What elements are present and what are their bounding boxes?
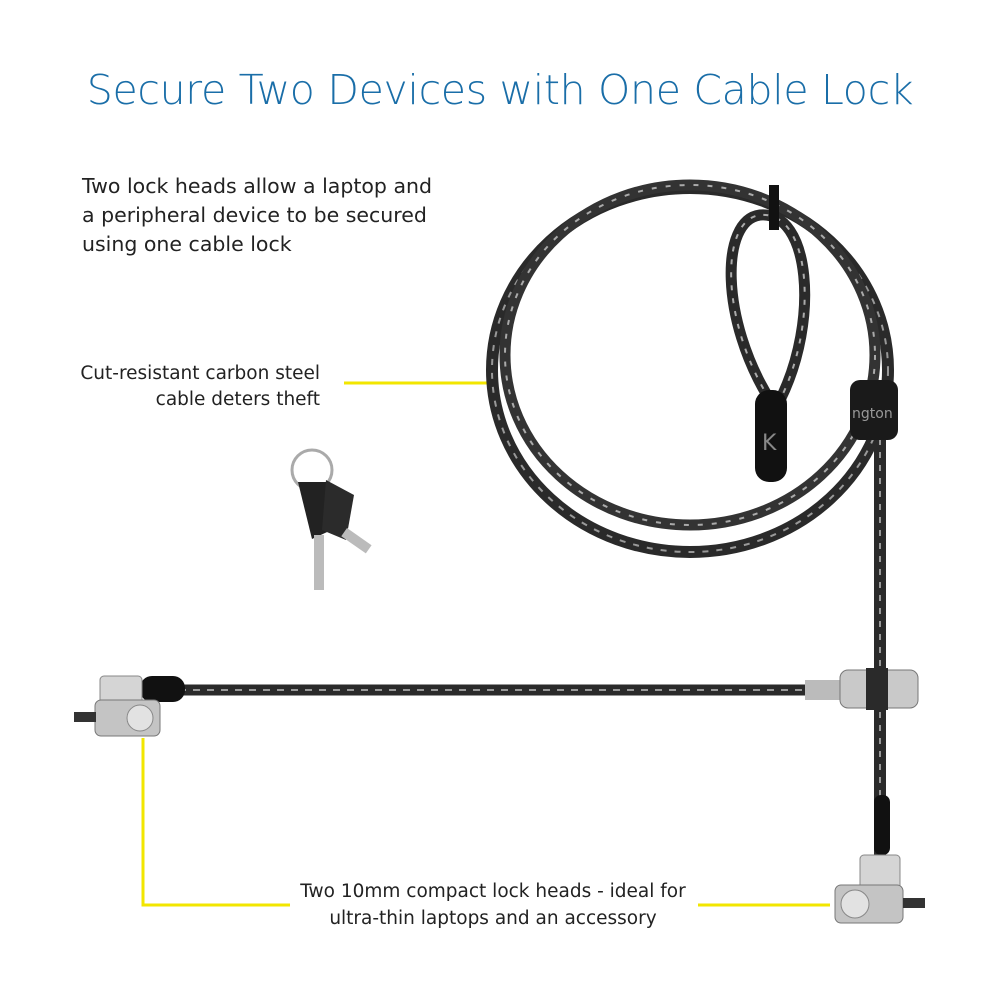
intro-line: a peripheral device to be secured <box>82 203 427 227</box>
page-title: Secure Two Devices with One Cable Lock <box>86 66 914 114</box>
callout-line: Two 10mm compact lock heads - ideal for <box>300 881 686 902</box>
intro-line: using one cable lock <box>82 232 292 256</box>
ferrule <box>805 680 845 700</box>
cable-coil <box>486 179 894 558</box>
velcro-strap <box>850 380 898 440</box>
callout-lines <box>141 381 830 907</box>
right-lock-head <box>834 854 925 924</box>
keys <box>290 448 372 590</box>
left-head-callout-line <box>141 738 290 907</box>
cable-sleeve-left <box>140 676 185 702</box>
junction-cable <box>866 668 888 710</box>
lock-heads-callout: Two 10mm compact lock heads - ideal for … <box>260 878 726 932</box>
cable-tie <box>769 185 779 230</box>
cable-callout: Cut-resistant carbon steel cable deters … <box>40 361 320 413</box>
callout-line: ultra-thin laptops and an accessory <box>329 908 657 929</box>
callout-line: Cut-resistant carbon steel <box>80 363 320 384</box>
callout-line: cable deters theft <box>155 389 320 410</box>
left-lock-head <box>74 675 161 737</box>
strap-brand-logo: ngton <box>852 406 893 422</box>
intro-text: Two lock heads allow a laptop and a peri… <box>82 172 432 259</box>
cable-sleeve <box>755 390 787 482</box>
cable-sleeve-right <box>874 795 890 855</box>
intro-line: Two lock heads allow a laptop and <box>82 174 433 198</box>
k-logo-icon: K <box>762 431 777 456</box>
